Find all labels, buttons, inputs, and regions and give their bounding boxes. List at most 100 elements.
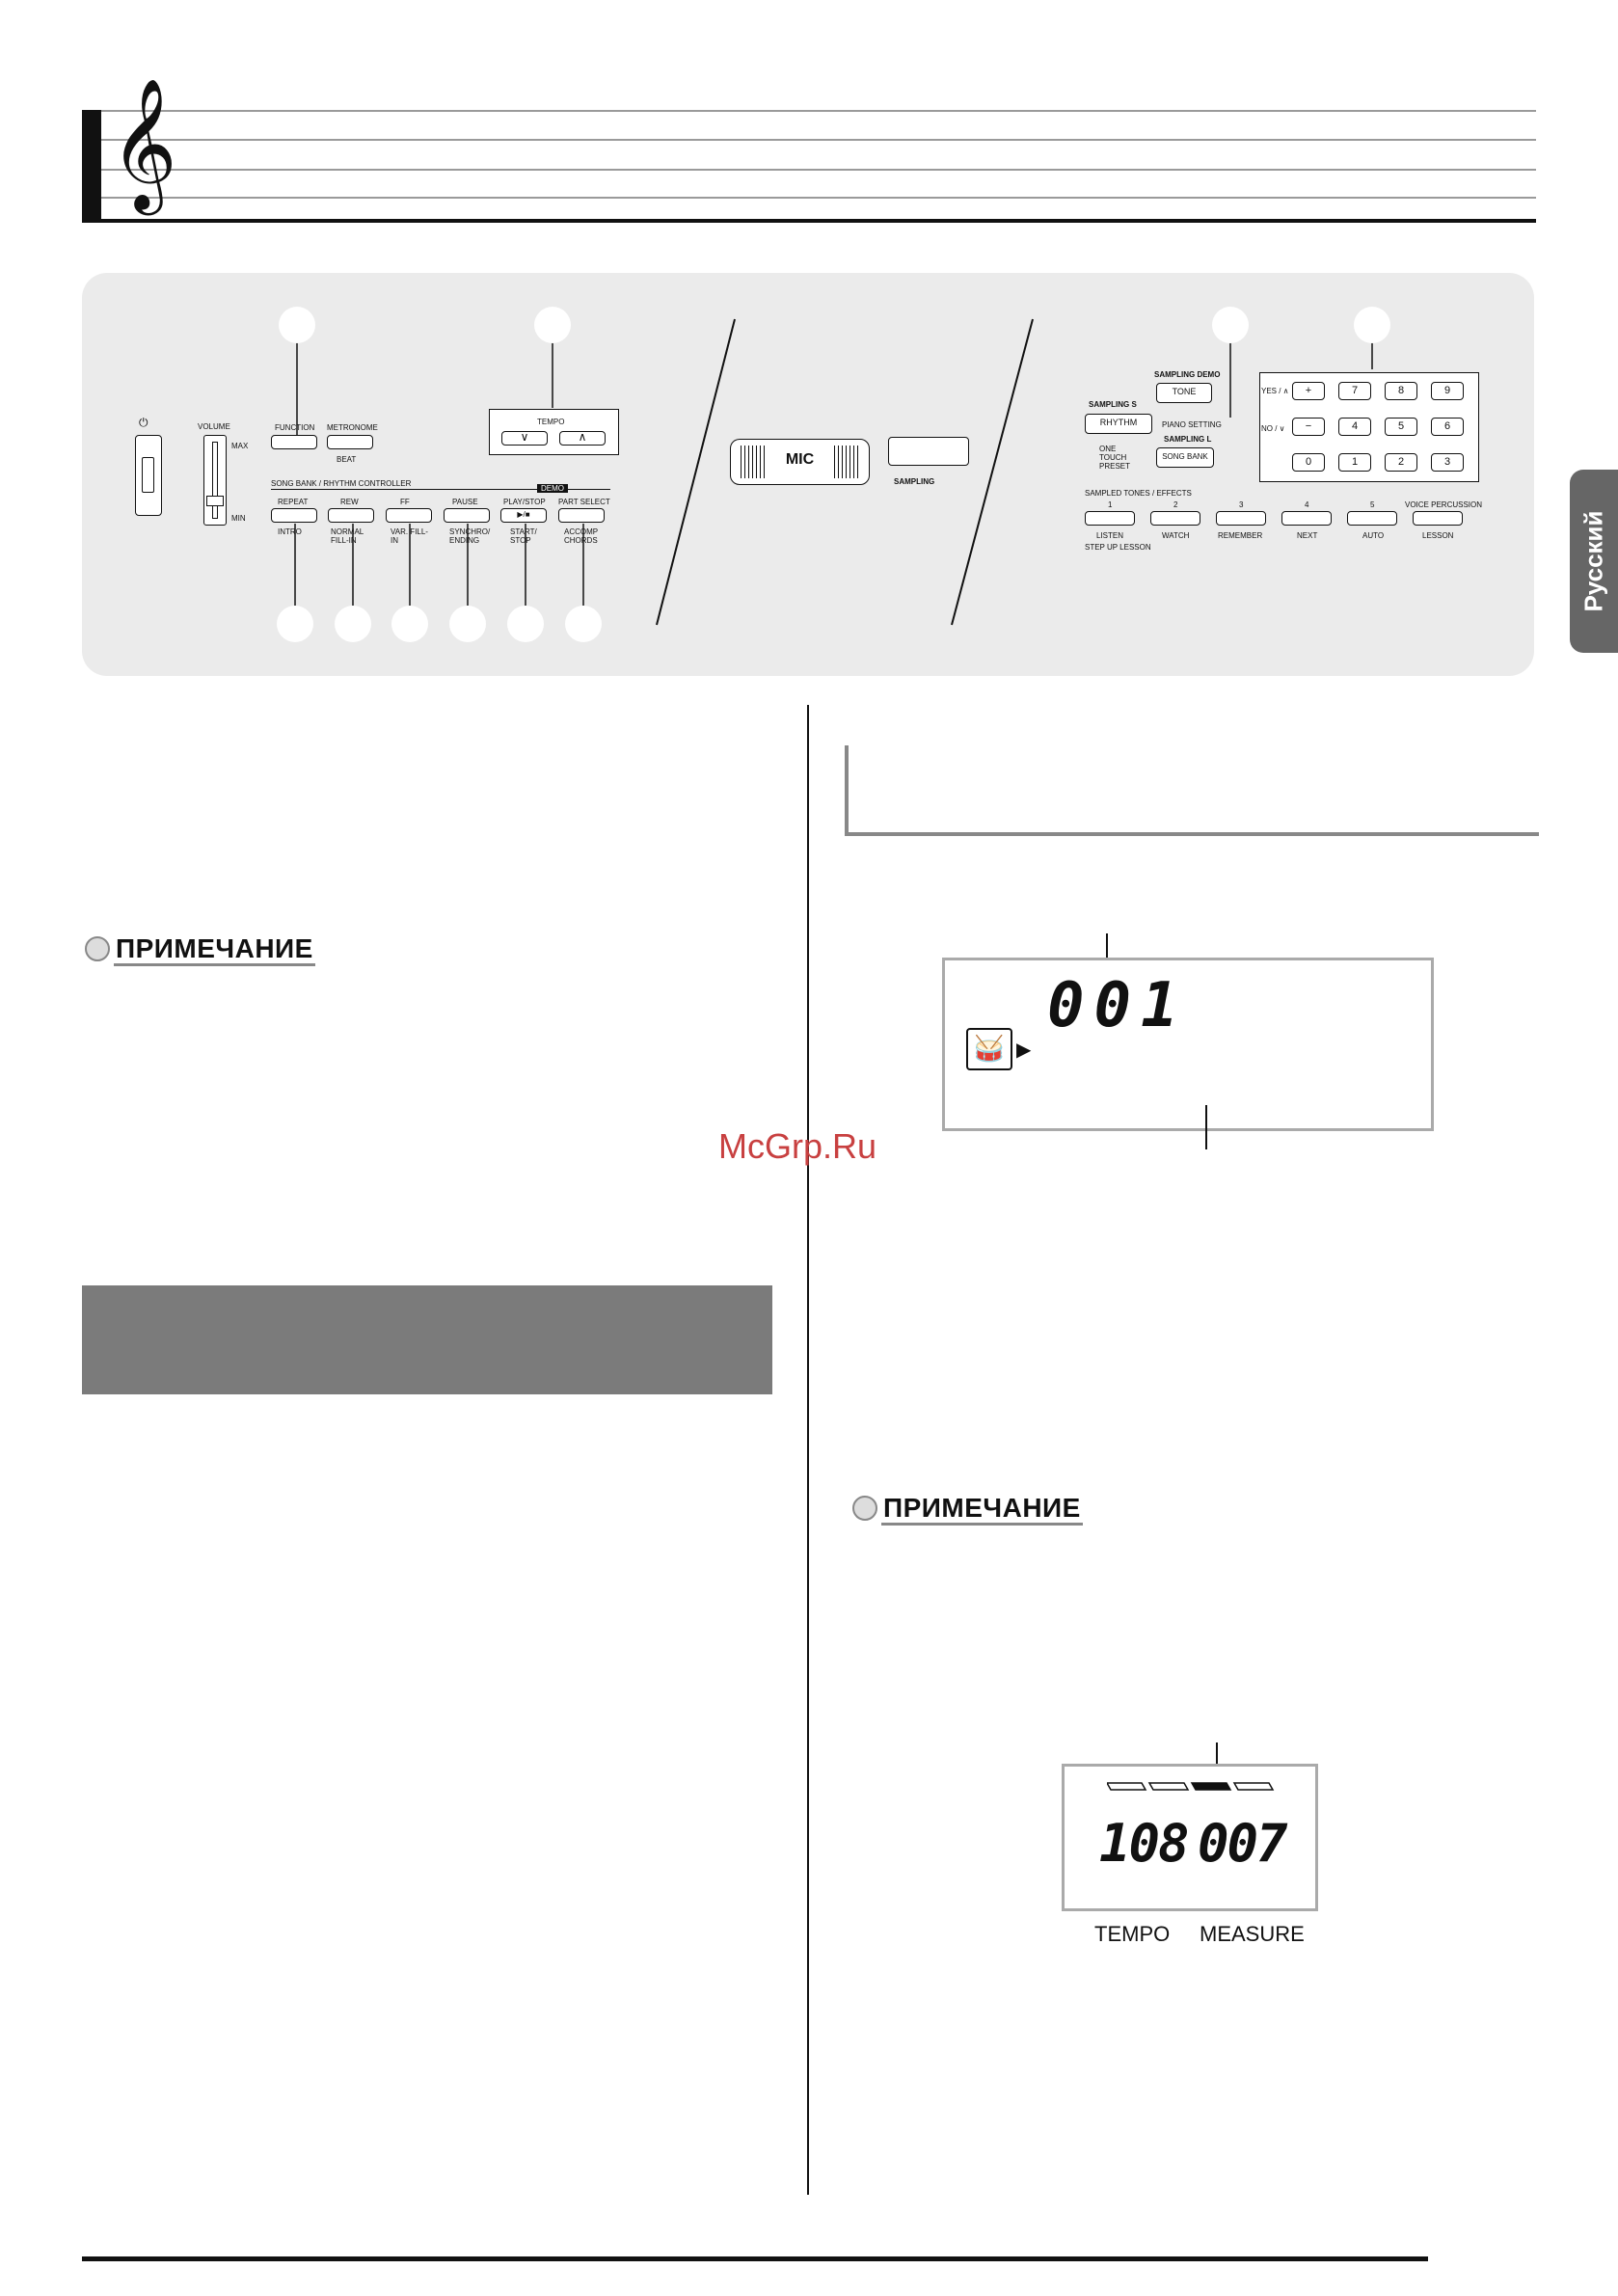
callout-play-stop [507, 606, 544, 642]
volume-slider[interactable] [203, 435, 227, 526]
sampling-label: SAMPLING [894, 477, 935, 486]
sampled-number-1: 1 [1108, 500, 1113, 509]
panel-separators [294, 318, 1373, 626]
key-3[interactable]: 3 [1431, 453, 1464, 472]
key-9[interactable]: 9 [1431, 382, 1464, 400]
var-fill-in-label: VAR. FILL-IN [391, 527, 428, 545]
sampled-number-2: 2 [1173, 500, 1178, 509]
note-heading-right-text: ПРИМЕЧАНИЕ [881, 1492, 1083, 1526]
play-arrow-icon: ▶ [1016, 1040, 1032, 1061]
rhythm-label: RHYTHM [1099, 418, 1138, 427]
auto-button[interactable] [1347, 511, 1397, 526]
no-label: NO / ∨ [1261, 424, 1285, 433]
function-label: FUNCTION [275, 423, 315, 432]
lcd-tempo-value: 108 [1099, 1813, 1190, 1874]
song-bank-controller-label: SONG BANK / RHYTHM CONTROLLER [271, 479, 412, 488]
tone-label: TONE [1172, 387, 1197, 396]
function-button[interactable] [271, 435, 317, 449]
key-4[interactable]: 4 [1338, 418, 1371, 436]
mic-label: MIC [785, 451, 815, 468]
listen-button[interactable] [1085, 511, 1135, 526]
sampled-number-4: 4 [1305, 500, 1309, 509]
repeat-button[interactable] [271, 508, 317, 523]
lcd-tempo-label: TEMPO [1094, 1922, 1171, 1946]
lcd-measure-value: 007 [1198, 1813, 1288, 1874]
footer-rule [82, 2256, 1428, 2261]
sampling-button[interactable] [888, 437, 969, 466]
normal-fill-in-label: NORMAL FILL-IN [331, 527, 364, 545]
next-label: NEXT [1297, 531, 1318, 540]
tempo-down-button[interactable]: ∨ [501, 431, 548, 446]
sampling-s-label: SAMPLING S [1089, 400, 1137, 409]
key-7[interactable]: 7 [1338, 382, 1371, 400]
sampling-demo-label: SAMPLING DEMO [1154, 370, 1221, 379]
key-1[interactable]: 1 [1338, 453, 1371, 472]
magnifier-icon [85, 935, 110, 961]
accomp-chords-label: ACCOMP CHORDS [564, 527, 598, 545]
song-bank-label: SONG BANK [1162, 452, 1208, 461]
sampled-number-3: 3 [1239, 500, 1244, 509]
piano-setting-label: PIANO SETTING [1162, 420, 1222, 429]
drum-icon: 🥁 [966, 1028, 1012, 1070]
section-heading-box [845, 745, 1539, 836]
rew-button[interactable] [328, 508, 374, 523]
remember-label: REMEMBER [1218, 531, 1263, 540]
callout-ff [391, 606, 428, 642]
yes-label: YES / ∧ [1261, 387, 1289, 395]
magnifier-icon [852, 1495, 877, 1521]
pause-button[interactable] [444, 508, 490, 523]
callout-repeat [277, 606, 313, 642]
ff-button[interactable] [386, 508, 432, 523]
start-stop-label: START/ STOP [510, 527, 537, 545]
power-button[interactable] [135, 435, 162, 516]
part-select-button[interactable] [558, 508, 605, 523]
song-bank-button[interactable]: SONG BANK [1156, 447, 1214, 468]
part-select-label: PART SELECT [558, 498, 610, 506]
note-heading-right: ПРИМЕЧАНИЕ [852, 1491, 1083, 1526]
watch-button[interactable] [1150, 511, 1200, 526]
key-2[interactable]: 2 [1385, 453, 1417, 472]
key-minus[interactable]: − [1292, 418, 1325, 436]
callout-function [279, 307, 315, 343]
key-0[interactable]: 0 [1292, 453, 1325, 472]
callout-pause [449, 606, 486, 642]
tempo-label: TEMPO [537, 418, 565, 426]
ff-label: FF [400, 498, 410, 506]
treble-clef-icon: 𝄞 [110, 76, 177, 209]
callout-tempo [534, 307, 571, 343]
beat-label: BEAT [337, 455, 357, 464]
intro-label: INTRO [278, 527, 302, 536]
pause-label: PAUSE [452, 498, 478, 506]
tone-button[interactable]: TONE [1156, 383, 1212, 403]
watermark: McGrp.Ru [718, 1126, 877, 1166]
synchro-ending-label: SYNCHRO/ ENDING [449, 527, 491, 545]
lcd-rhythm-number: 001 [1047, 970, 1188, 1041]
lcd-display-rhythm: 🥁 ▶ 001 [942, 958, 1434, 1131]
lesson-button[interactable] [1413, 511, 1463, 526]
note-heading-left: ПРИМЕЧАНИЕ [85, 932, 315, 966]
remember-button[interactable] [1216, 511, 1266, 526]
key-8[interactable]: 8 [1385, 382, 1417, 400]
lcd-measure-label: MEASURE [1200, 1922, 1305, 1946]
lcd2-pointer-top [1216, 1742, 1218, 1779]
power-icon: ⏻ [139, 416, 148, 429]
lcd1-pointer-bottom [1205, 1105, 1207, 1149]
key-6[interactable]: 6 [1431, 418, 1464, 436]
mic-jack: MIC [730, 439, 870, 485]
language-tab-label: Русский [1578, 510, 1608, 612]
one-touch-preset-label: ONE TOUCH PRESET [1099, 445, 1131, 471]
callout-keypad [1354, 307, 1390, 343]
key-5[interactable]: 5 [1385, 418, 1417, 436]
callout-rhythm [1212, 307, 1249, 343]
tempo-up-button[interactable]: ∧ [559, 431, 606, 446]
volume-min-label: MIN [231, 514, 246, 523]
key-plus[interactable]: + [1292, 382, 1325, 400]
next-button[interactable] [1281, 511, 1332, 526]
rew-label: REW [340, 498, 359, 506]
metronome-button[interactable] [327, 435, 373, 449]
rhythm-button[interactable]: RHYTHM [1085, 414, 1152, 434]
section-heading-band [82, 1285, 772, 1394]
demo-label: DEMO [537, 484, 568, 493]
sampled-number-5: 5 [1370, 500, 1375, 509]
play-stop-button[interactable]: ▶/■ [500, 508, 547, 523]
